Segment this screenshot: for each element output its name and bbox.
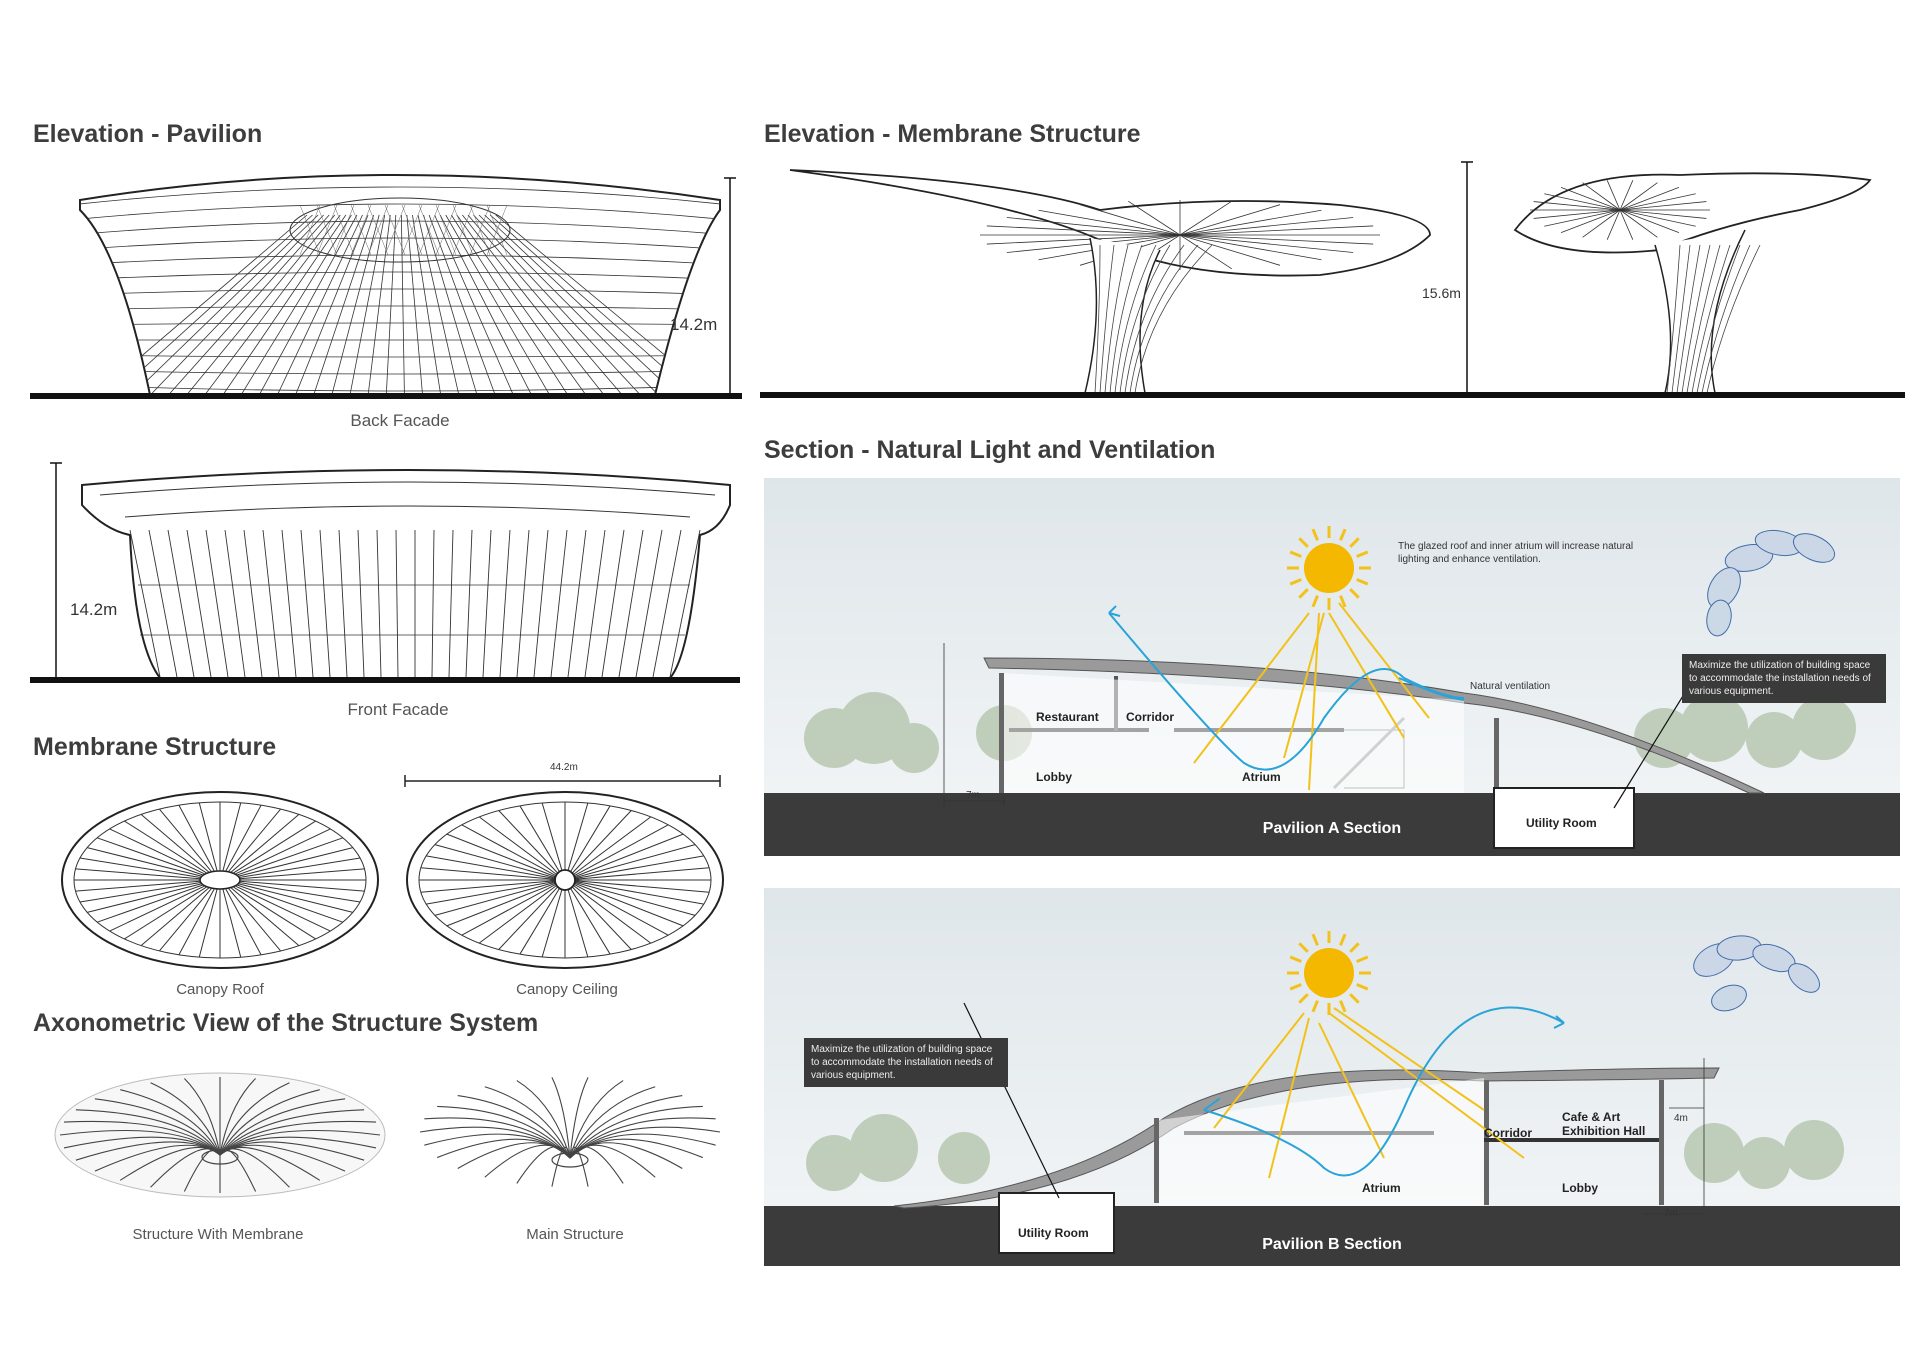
main-structure-caption: Main Structure (526, 1226, 624, 1243)
membrane-height: 15.6m (1422, 285, 1461, 301)
title-elevation-pavilion: Elevation - Pavilion (33, 120, 263, 148)
canopy-width-dimension (404, 775, 721, 787)
sun-icon (1287, 931, 1371, 1015)
title-axonometric: Axonometric View of the Structure System (33, 1009, 539, 1037)
back-facade-height: 14.2m (670, 315, 718, 334)
section-a-label: Pavilion A Section (1262, 820, 1402, 837)
room-atrium-b: Atrium (1362, 1181, 1401, 1195)
canopy-ceiling-caption: Canopy Ceiling (516, 981, 618, 998)
section-b-callout: Maximize the utilization of building spa… (804, 1038, 1008, 1087)
room-corridor-a: Corridor (1126, 710, 1174, 724)
ventilation-label: Natural ventilation (1470, 681, 1551, 692)
trees (806, 1114, 1844, 1191)
back-facade-drawing (30, 174, 742, 399)
pavilion-plan-icon (1693, 935, 1820, 1012)
room-lobby-b: Lobby (1562, 1181, 1598, 1195)
front-facade-height: 14.2m (70, 600, 118, 619)
section-a-callout: Maximize the utilization of building spa… (1682, 654, 1886, 703)
trees (804, 692, 1856, 773)
title-membrane-structure: Membrane Structure (33, 733, 277, 761)
room-restaurant: Restaurant (1036, 710, 1099, 724)
title-elevation-membrane: Elevation - Membrane Structure (764, 120, 1141, 148)
section-b-dimension-4m: 4m (1674, 1113, 1688, 1124)
room-atrium-a: Atrium (1242, 770, 1281, 784)
main-structure-drawing (419, 1077, 721, 1187)
room-lobby-a: Lobby (1036, 770, 1072, 784)
section-a-dimension: 7m (966, 790, 980, 801)
room-utility-b: Utility Room (1018, 1226, 1089, 1240)
room-cafe: Cafe & Art Exhibition Hall (1562, 1110, 1646, 1138)
room-corridor-b: Corridor (1484, 1126, 1532, 1140)
back-facade-caption: Back Facade (350, 411, 450, 430)
structure-with-membrane-caption: Structure With Membrane (132, 1226, 304, 1243)
canopy-width-label: 44.2m (550, 762, 578, 773)
pavilion-a-section: Restaurant Corridor Lobby Atrium Utility… (764, 478, 1900, 856)
section-b-dimension-7m: 7m (1664, 1208, 1678, 1219)
sun-icon (1287, 526, 1371, 610)
section-a-note: The glazed roof and inner atrium will in… (1398, 541, 1634, 565)
front-facade-drawing (30, 462, 740, 683)
title-section: Section - Natural Light and Ventilation (764, 436, 1216, 464)
canopy-ceiling-drawing (406, 791, 724, 969)
section-b-label: Pavilion B Section (1262, 1236, 1402, 1253)
canopy-roof-drawing (61, 791, 379, 969)
front-facade-caption: Front Facade (347, 700, 449, 719)
canopy-roof-caption: Canopy Roof (176, 981, 264, 998)
structure-with-membrane-drawing (54, 1072, 386, 1198)
room-utility-a: Utility Room (1526, 816, 1597, 830)
membrane-elevation-drawing (760, 161, 1905, 398)
pavilion-plan-icon (1706, 529, 1836, 637)
pavilion-b-section: Cafe & Art Exhibition Hall Corridor Atri… (764, 888, 1900, 1266)
